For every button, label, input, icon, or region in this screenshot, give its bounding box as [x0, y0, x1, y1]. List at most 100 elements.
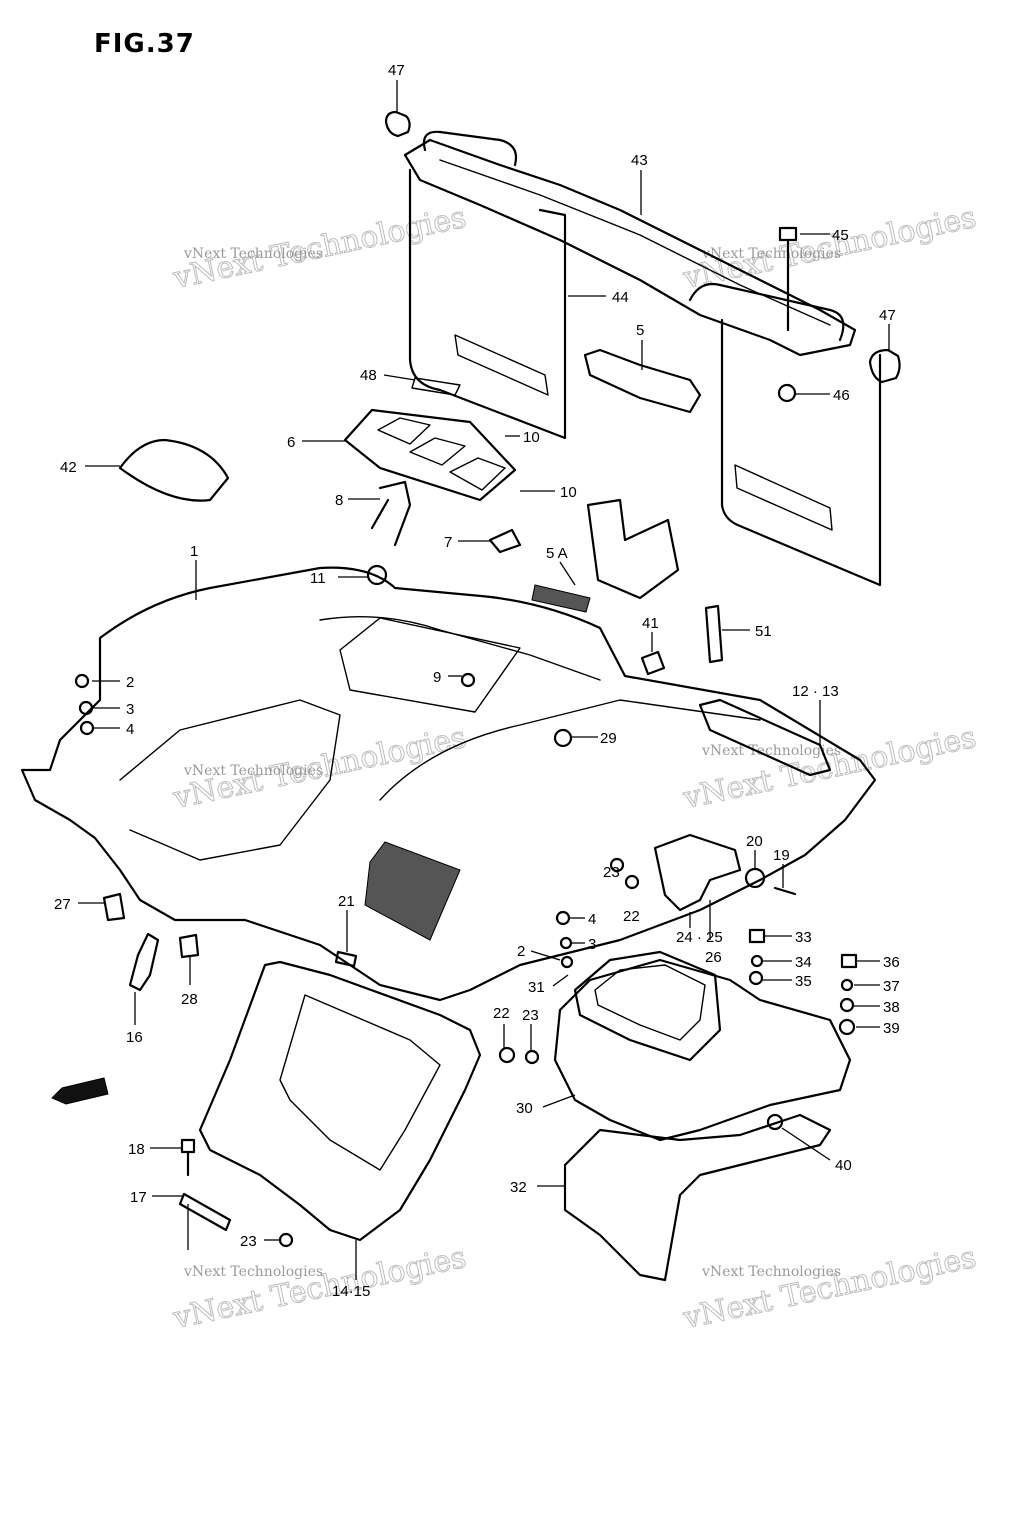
bracket-32 — [563, 1113, 832, 1282]
clip-29 — [553, 728, 573, 748]
callout-5a: 5 A — [546, 545, 568, 562]
callout-31: 31 — [528, 979, 545, 996]
callout-33: 33 — [795, 929, 812, 946]
callout-23c: 23 — [240, 1233, 257, 1250]
callout-26: 26 — [705, 949, 722, 966]
callout-8: 8 — [335, 492, 343, 509]
callout-17: 17 — [130, 1189, 147, 1206]
collar-38 — [839, 997, 855, 1013]
pad-27 — [102, 892, 126, 922]
callout-3a: 3 — [126, 701, 134, 718]
callout-28: 28 — [181, 991, 198, 1008]
callout-19: 19 — [773, 847, 790, 864]
callout-23b: 23 — [522, 1007, 539, 1024]
washer-3b — [559, 936, 573, 950]
tray-6 — [343, 408, 517, 502]
fender-ridge — [379, 699, 761, 801]
leader-lines — [78, 80, 890, 1280]
carrier-bar-inner — [439, 159, 831, 326]
callout-51: 51 — [755, 623, 772, 640]
fender-opening — [339, 617, 521, 713]
tool-box-30 — [553, 958, 852, 1142]
rear-fender — [20, 566, 877, 1002]
callout-7: 7 — [444, 534, 452, 551]
reflector-51 — [704, 604, 724, 664]
nut-9 — [460, 672, 476, 688]
watermark-small: vNext Technologies — [183, 246, 323, 262]
fender-side — [119, 699, 341, 861]
nut-46 — [777, 383, 797, 403]
callout-39: 39 — [883, 1020, 900, 1037]
tray-6-pocket1 — [377, 417, 431, 445]
callout-labels: 47 43 45 47 44 5 48 46 6 10 42 10 8 7 1 … — [54, 62, 900, 1300]
callout-1: 1 — [190, 543, 198, 560]
cap-top — [384, 110, 411, 138]
bolt-21 — [334, 950, 358, 968]
nut-4 — [79, 720, 95, 736]
callout-30: 30 — [516, 1100, 533, 1117]
bolt-45 — [778, 226, 798, 332]
callout-29: 29 — [600, 730, 617, 747]
callout-14-15: 14·15 — [332, 1283, 370, 1300]
callout-47a: 47 — [388, 62, 405, 79]
callout-34: 34 — [795, 954, 812, 971]
bolt-36 — [840, 953, 858, 969]
bracket-8 — [370, 480, 412, 547]
bolt-33 — [748, 928, 766, 944]
grommet-40 — [766, 1113, 784, 1131]
watermark-small: vNext Technologies — [701, 246, 841, 262]
callout-2b: 2 — [517, 943, 525, 960]
callout-48: 48 — [360, 367, 377, 384]
callout-5: 5 — [636, 322, 644, 339]
grip-12-13 — [698, 698, 832, 777]
forward-arrow-icon — [51, 1077, 109, 1105]
inner-fender-14-15 — [198, 960, 482, 1242]
decal-5a — [531, 584, 591, 613]
callout-2a: 2 — [126, 674, 134, 691]
nut-39 — [838, 1018, 856, 1036]
watermark-group: vNext Technologies vNext Technologies vN… — [169, 199, 980, 1336]
warning-label — [364, 841, 461, 941]
bolt-2b — [560, 955, 574, 969]
carrier-handle-right — [688, 282, 845, 342]
svg-text:vNext Technologies: vNext Technologies — [680, 1240, 980, 1336]
strap-17 — [178, 1192, 232, 1232]
tool-box-lid-31 — [573, 950, 722, 1062]
callout-32: 32 — [510, 1179, 527, 1196]
washer-34 — [750, 954, 764, 968]
cover-42 — [118, 438, 230, 502]
callout-16: 16 — [126, 1029, 143, 1046]
callout-12-13: 12 · 13 — [792, 683, 839, 700]
callout-21: 21 — [338, 893, 355, 910]
strap-16 — [128, 932, 160, 992]
watermark-small: vNext Technologies — [183, 1264, 323, 1280]
tool-box-lid-inner — [594, 964, 706, 1041]
washer-3 — [78, 700, 94, 716]
mud-flap-left-slot — [454, 334, 549, 396]
callout-18: 18 — [128, 1141, 145, 1158]
grommet-11 — [366, 564, 388, 586]
callout-45: 45 — [832, 227, 849, 244]
emblem-5 — [583, 348, 702, 414]
watermark-small: vNext Technologies — [183, 763, 323, 779]
nut-35 — [748, 970, 764, 986]
callout-46: 46 — [833, 387, 850, 404]
bolt-18 — [180, 1138, 196, 1177]
carrier-handle-left — [422, 130, 518, 167]
nut-4b — [555, 910, 571, 926]
pad-28 — [178, 933, 200, 959]
callout-10b: 10 — [560, 484, 577, 501]
carrier-bar — [403, 138, 857, 357]
watermark-small: vNext Technologies — [701, 743, 841, 759]
callout-37: 37 — [883, 978, 900, 995]
bracket-7 — [488, 528, 522, 554]
callout-44: 44 — [612, 289, 629, 306]
bolt-2-head — [74, 673, 90, 689]
callout-27: 27 — [54, 896, 71, 913]
side-bracket-26 — [653, 833, 742, 912]
svg-text:vNext Technologies: vNext Technologies — [170, 1240, 470, 1336]
callout-38: 38 — [883, 999, 900, 1016]
washer-37 — [840, 978, 854, 992]
callout-36: 36 — [883, 954, 900, 971]
